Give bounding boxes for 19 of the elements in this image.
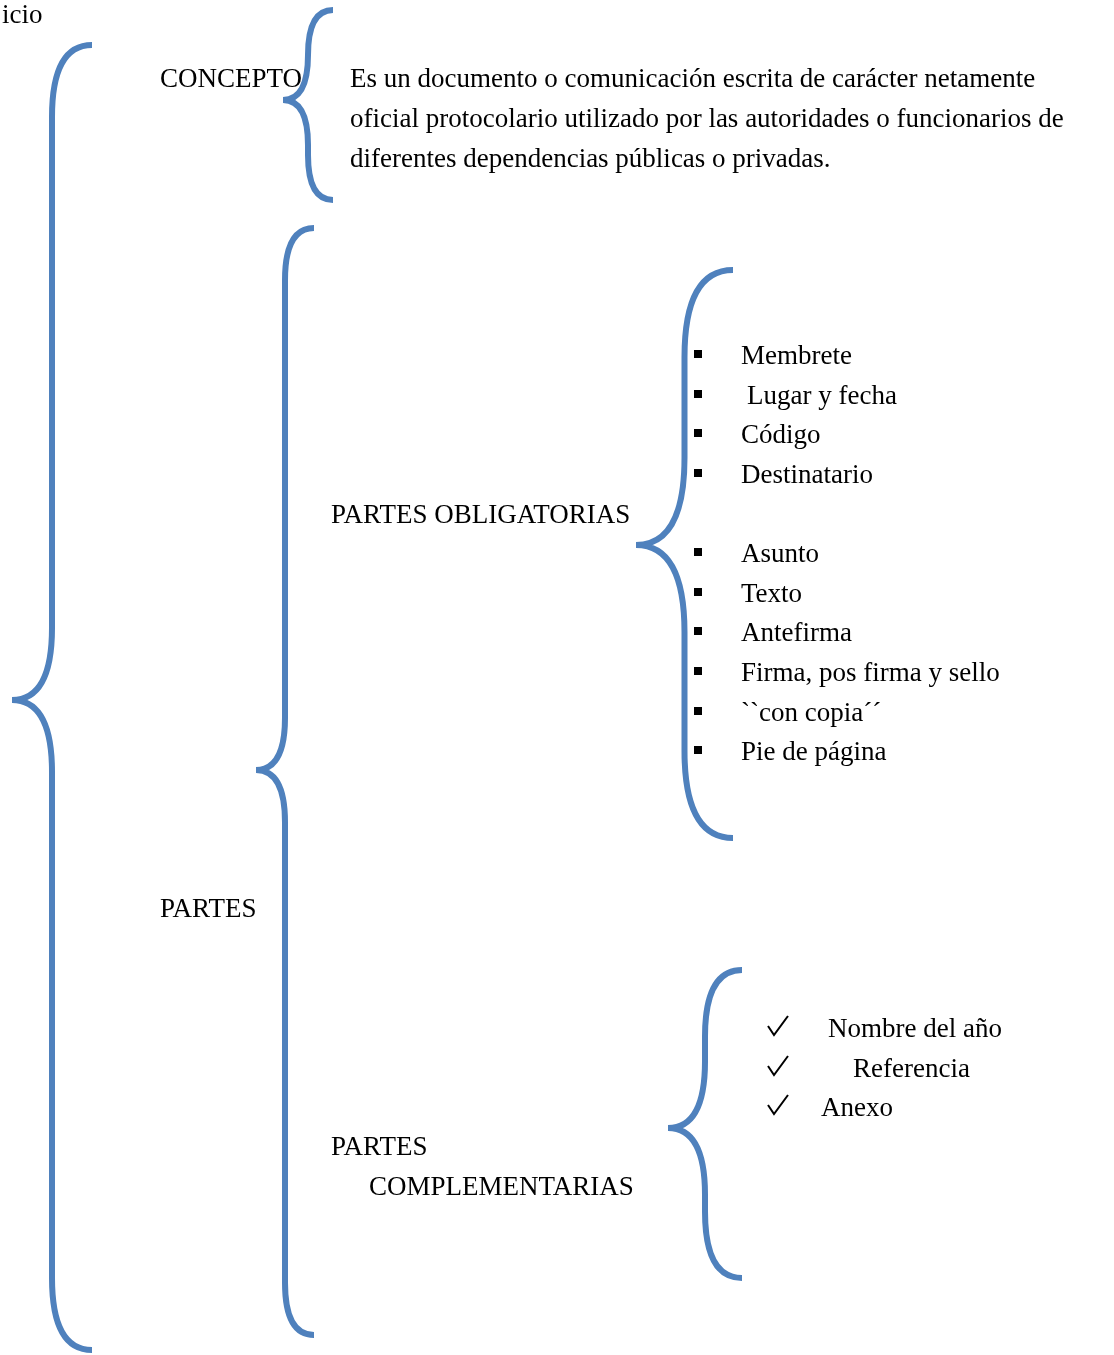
- list-item-text: Nombre del año: [828, 1012, 1002, 1045]
- category-label: PARTES OBLIGATORIAS: [331, 498, 631, 531]
- list-item-text: ``con copia´´: [741, 696, 882, 729]
- list-item-text: Firma, pos firma y sello: [741, 656, 1000, 689]
- list-item-text: Destinatario: [741, 458, 873, 491]
- list-item-text: Texto: [741, 577, 803, 610]
- list-item-text: Membrete: [741, 339, 852, 372]
- list-item-text: Código: [741, 418, 821, 451]
- category-label: PARTES: [160, 892, 257, 925]
- list-item-text: Pie de página: [741, 735, 887, 768]
- list-item-text: Lugar y fecha: [747, 379, 897, 412]
- list-item-text: Anexo: [821, 1091, 893, 1124]
- list-item-text: Antefirma: [741, 616, 852, 649]
- definition-text: Es un documento o comunicación escrita de carácter netamente oficial protocolario utilizado por las autoridades o funcionarios de diferentes dependencias públicas o privadas.: [350, 62, 1065, 175]
- category-label: PARTES COMPLEMENTARIAS: [331, 1130, 635, 1203]
- list-item-text: Referencia: [853, 1052, 970, 1085]
- category-label: CONCEPTO: [160, 62, 303, 95]
- heading-text: icio: [2, 0, 43, 31]
- list-item-text: Asunto: [741, 537, 819, 570]
